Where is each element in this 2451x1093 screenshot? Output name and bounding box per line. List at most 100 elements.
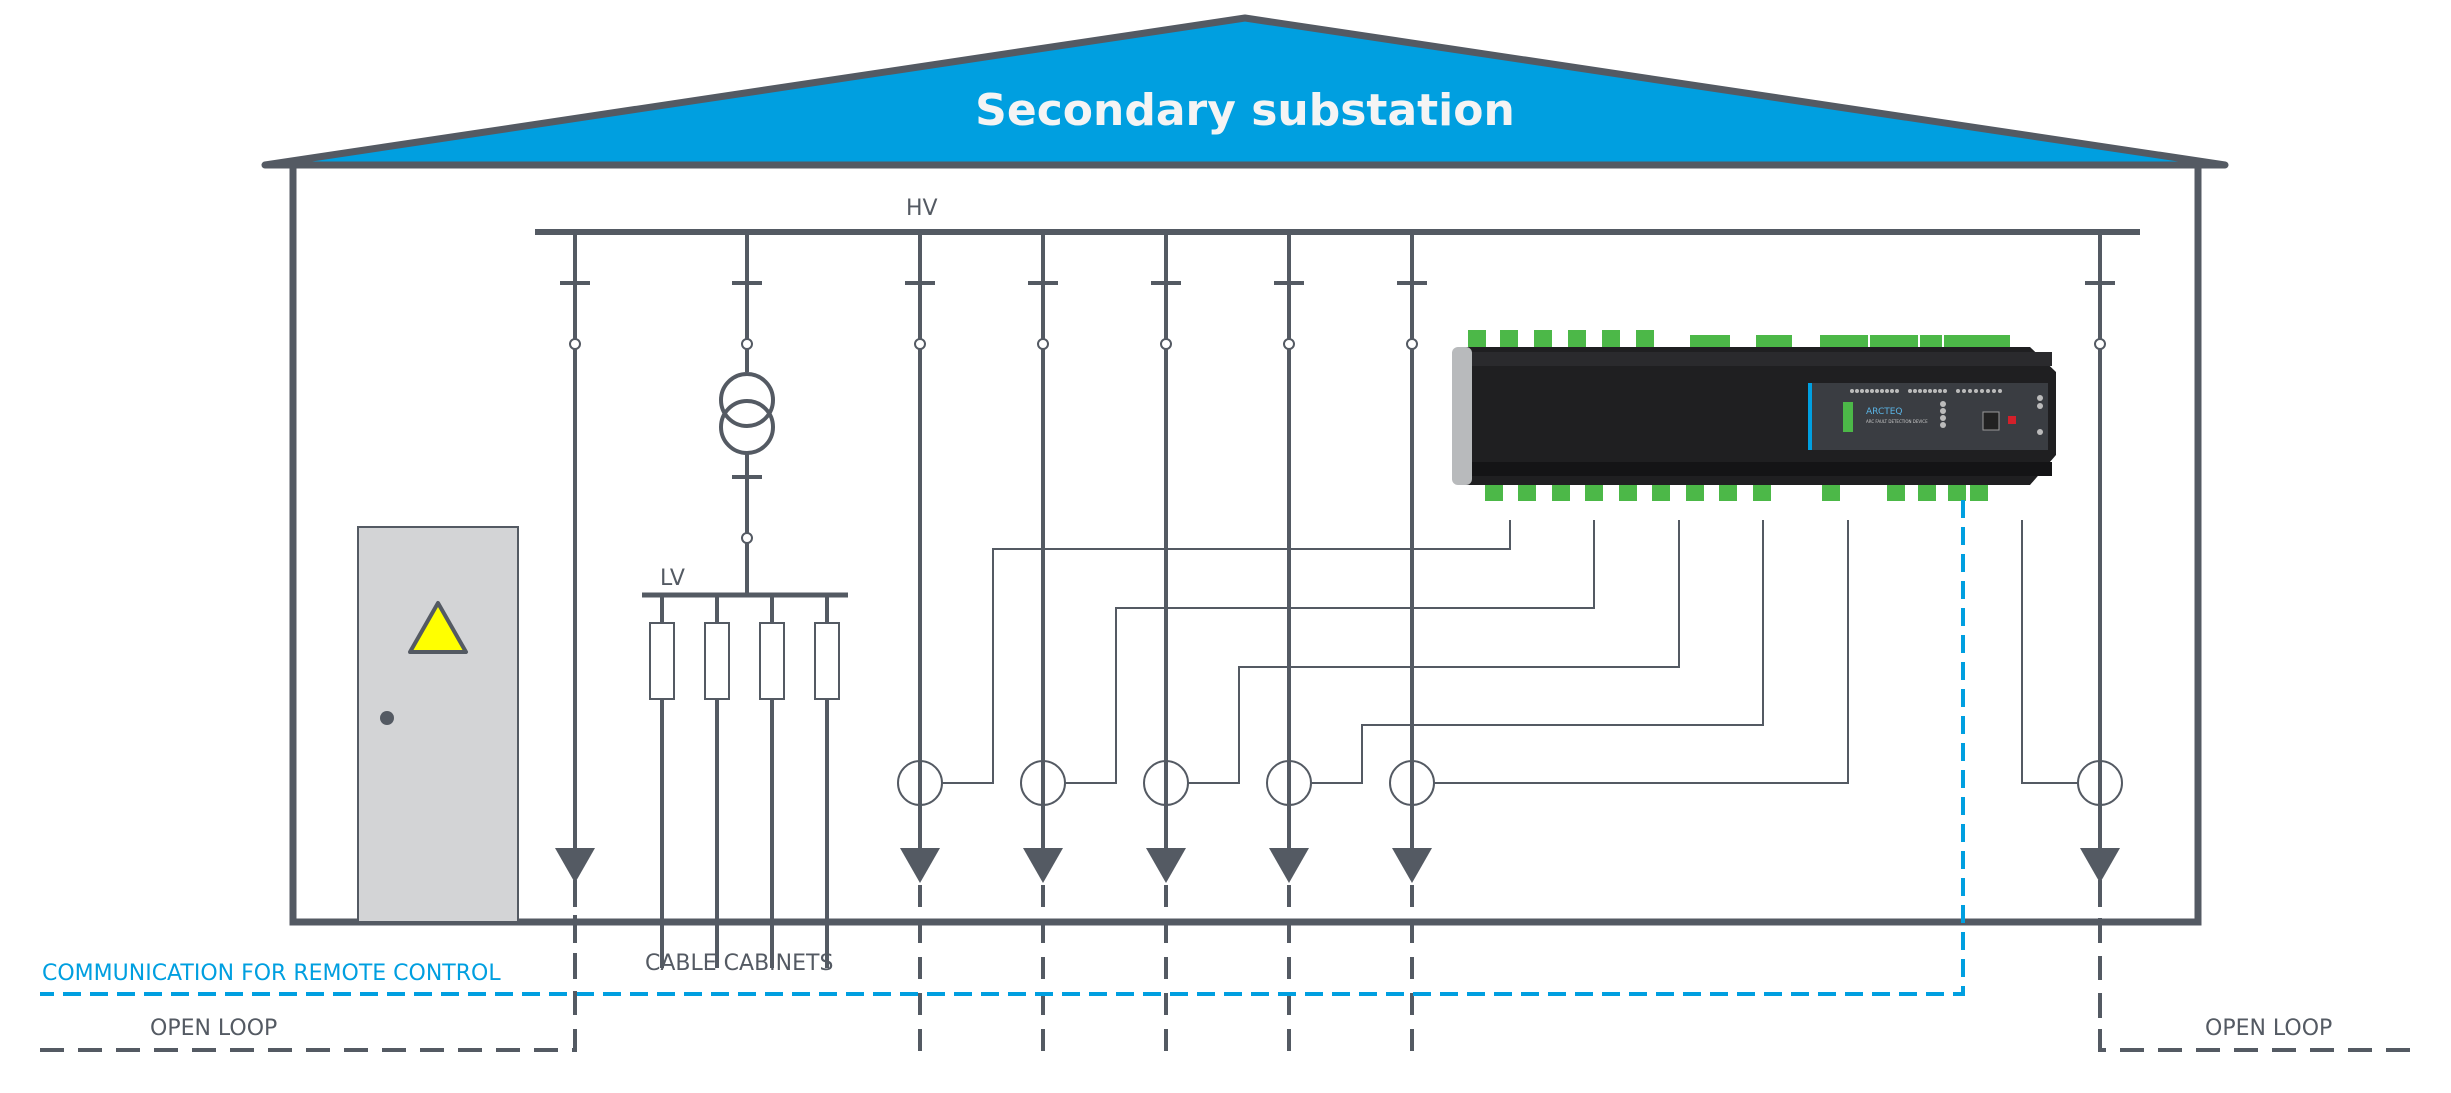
terminal-connector	[1652, 485, 1670, 501]
led	[1918, 389, 1922, 393]
ct-wiring	[942, 520, 2078, 784]
ct-wire	[942, 520, 1511, 784]
led	[1860, 389, 1864, 393]
feeder	[1389, 232, 1435, 1055]
led	[1870, 389, 1874, 393]
communication-label: COMMUNICATION FOR REMOTE CONTROL	[42, 961, 501, 986]
led	[1943, 389, 1947, 393]
fuse	[649, 595, 675, 968]
lv-label: LV	[660, 566, 685, 591]
terminal-connector	[1485, 485, 1503, 501]
fuse	[704, 595, 730, 968]
led	[1850, 389, 1854, 393]
led	[1875, 389, 1879, 393]
arrow-icon	[1269, 848, 1309, 883]
device-subtitle: ARC FAULT DETECTION DEVICE	[1866, 419, 1928, 424]
transformer-icon	[719, 372, 775, 428]
led	[1890, 389, 1894, 393]
hv-label: HV	[906, 196, 938, 221]
terminal-connector	[1948, 485, 1966, 501]
terminal-connector	[1820, 335, 1868, 347]
led	[1940, 415, 1946, 421]
terminal-connector	[1966, 335, 1988, 347]
terminal-connector	[1534, 330, 1552, 347]
fuse-icon	[704, 622, 730, 700]
roof	[261, 14, 2229, 169]
arrow-icon	[2080, 848, 2120, 883]
ack-button[interactable]	[2008, 416, 2016, 424]
ct-wire	[1311, 520, 1764, 784]
terminal-connector	[1753, 485, 1771, 501]
terminal-connector	[1887, 485, 1905, 501]
node-circle	[1406, 338, 1418, 350]
feeder	[1266, 232, 1312, 1055]
feeder	[897, 232, 943, 1055]
fuse	[814, 595, 840, 968]
open-loop-label-left: OPEN LOOP	[150, 1016, 277, 1041]
node-circle	[2094, 338, 2106, 350]
terminal-connector	[1619, 485, 1637, 501]
terminal-connector	[1822, 485, 1840, 501]
ct-wire	[2021, 520, 2078, 784]
terminal-connector	[1468, 330, 1486, 347]
led	[1940, 422, 1946, 428]
led	[1968, 389, 1972, 393]
led	[1992, 389, 1996, 393]
terminal-connector	[1970, 485, 1988, 501]
terminal-connector	[1686, 485, 1704, 501]
fuse-icon	[759, 622, 785, 700]
device-brand: ARCTEQ	[1866, 407, 1903, 417]
terminal-connector	[1690, 335, 1730, 347]
open-loop-line-left	[40, 880, 577, 1052]
led	[1962, 389, 1966, 393]
terminal-connector	[1918, 485, 1936, 501]
door[interactable]	[357, 526, 519, 923]
led	[1938, 389, 1942, 393]
node-circle	[1037, 338, 1049, 350]
led	[1956, 389, 1960, 393]
node-circle	[1283, 338, 1295, 350]
open-loop-label-right: OPEN LOOP	[2205, 1016, 2332, 1041]
terminal-connector	[1920, 335, 1942, 347]
fuse-icon	[814, 622, 840, 700]
terminal-connector	[1944, 335, 1966, 347]
terminal-connector	[1602, 330, 1620, 347]
top-connectors	[1468, 330, 2010, 347]
arc-protection-device[interactable]: ARCTEQ ARC FAULT DETECTION DEVICE	[1452, 330, 2056, 501]
terminal-connector	[1870, 335, 1918, 347]
led	[2037, 395, 2043, 401]
bottom-connectors	[1485, 485, 1988, 501]
usb-port[interactable]	[1982, 411, 2000, 431]
building-outline	[289, 165, 2202, 926]
open-loop-line-right	[2098, 880, 2420, 1052]
fuse	[759, 595, 785, 968]
node-circle	[1160, 338, 1172, 350]
fuse-icon	[649, 622, 675, 700]
led	[1913, 389, 1917, 393]
ct-wire	[1188, 520, 1680, 784]
terminal-connector	[1585, 485, 1603, 501]
arrow-icon	[900, 848, 940, 883]
terminal-connector	[1636, 330, 1654, 347]
warning-icon	[408, 601, 468, 654]
device-terminal-block	[1843, 402, 1853, 432]
led	[2037, 429, 2043, 435]
feeder	[1143, 232, 1189, 1055]
led	[1980, 389, 1984, 393]
terminal-connector	[1988, 335, 2010, 347]
terminal-connector	[1719, 485, 1737, 501]
feeder	[1020, 232, 1066, 1055]
arrow-icon	[1146, 848, 1186, 883]
led	[2037, 403, 2043, 409]
led	[1940, 408, 1946, 414]
terminal-connector	[1756, 335, 1792, 347]
led	[1908, 389, 1912, 393]
device-leds	[1850, 389, 2043, 435]
arrow-icon	[555, 848, 595, 883]
led	[1974, 389, 1978, 393]
led	[1865, 389, 1869, 393]
led	[1880, 389, 1884, 393]
door-handle	[380, 711, 394, 725]
led	[1940, 401, 1946, 407]
